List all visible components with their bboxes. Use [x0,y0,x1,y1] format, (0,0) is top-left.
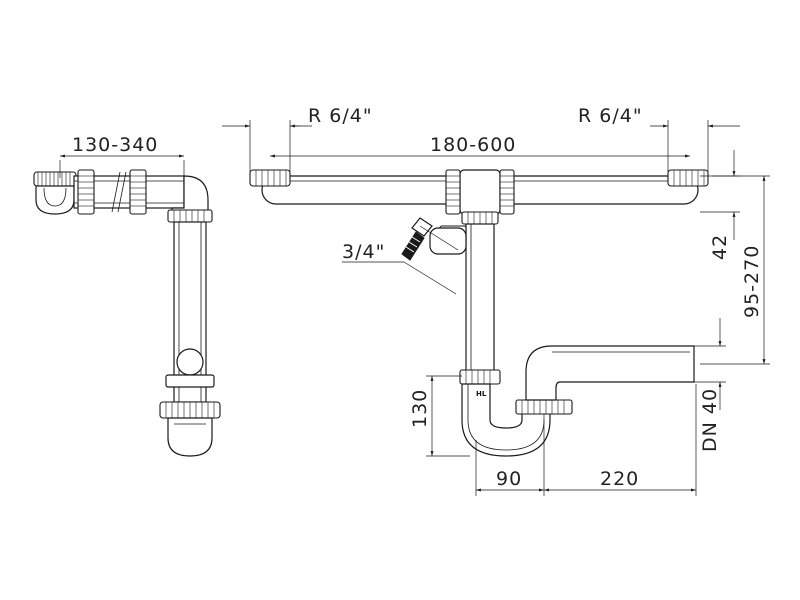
dim-hose-thread: 3/4" [342,225,459,295]
dim-main-width-label: 180-600 [430,134,516,156]
side-view-strainer [33,171,77,215]
dim-main-width: 180-600 [270,134,690,158]
dim-trap-height-label: 130 [409,389,431,428]
dim-trap-width-label: 90 [496,468,522,490]
dim-height-range-label: 95-270 [741,245,763,318]
dim-outlet-length: 220 [544,384,697,496]
brand-marking: HL [476,390,487,398]
dim-pipe-diameter: DN 40 [694,318,726,452]
dim-thread-left-label: R 6/4" [308,105,373,127]
dim-pipe-diameter-label: DN 40 [699,388,721,452]
dim-trap-height: 130 [409,375,470,457]
front-view: HL [249,169,709,457]
dim-connection-offset-label: 42 [709,234,731,260]
dim-thread-right: R 6/4" [578,105,740,172]
dim-side-width: 130-340 [59,134,185,178]
dim-thread-left: R 6/4" [222,105,373,172]
dim-outlet-length-label: 220 [600,468,639,490]
hose-connector [401,217,467,261]
dim-height-range: 95-270 [700,175,770,365]
dim-thread-right-label: R 6/4" [578,105,643,127]
dim-hose-thread-label: 3/4" [342,241,385,263]
dim-side-width-label: 130-340 [72,134,158,156]
dim-connection-offset: 42 [700,150,740,260]
dim-trap-width: 90 [475,414,545,496]
side-view [33,169,221,457]
